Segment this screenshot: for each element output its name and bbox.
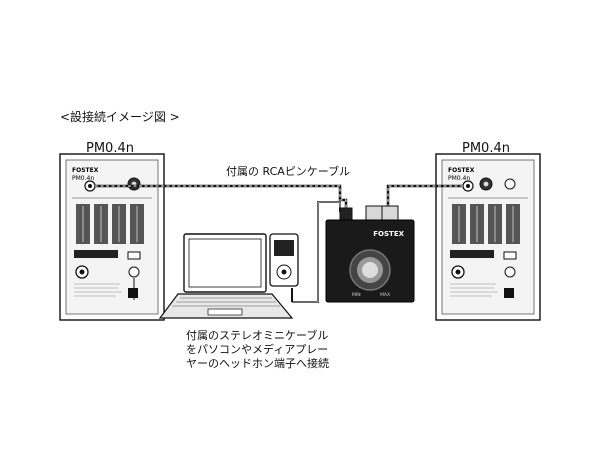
diagram-title: <設接続イメージ図 > <box>60 110 180 124</box>
speaker-left-brand: FOSTEX <box>72 167 99 174</box>
stereo-cable-label-line-3: ヤーのヘッドホン端子へ接続 <box>186 357 329 370</box>
speaker-left-model: PM0.4n <box>72 175 94 182</box>
media-player-icon <box>269 233 299 287</box>
controller-brand: FOSTEX <box>373 230 404 238</box>
stereo-cable-label: 付属のステレオミニケーブル をパソコンやメディアプレー ヤーのヘッドホン端子へ接… <box>186 329 356 371</box>
speaker-left-power-inlet-icon <box>128 288 138 298</box>
speaker-right-brand: FOSTEX <box>448 167 475 174</box>
controller-knob-min-label: MIN <box>352 292 361 298</box>
rca-cable-label: 付属の RCAピンケーブル <box>226 165 351 178</box>
speaker-left-label: PM0.4n <box>86 141 134 156</box>
stereo-cable-label-line-2: をパソコンやメディアプレー <box>186 343 329 356</box>
speaker-right-rear-panel-icon: FOSTEX PM0.4n <box>435 153 541 321</box>
stereo-cable-label-line-1: 付属のステレオミニケーブル <box>186 329 329 342</box>
rca-cable-left <box>95 184 348 212</box>
controller-icon: FOSTEX MIN MAX <box>325 205 415 303</box>
speaker-right-model: PM0.4n <box>448 175 470 182</box>
speaker-left-rear-panel-icon: FOSTEX PM0.4n <box>59 153 165 321</box>
laptop-icon <box>158 233 294 319</box>
rca-cable-right <box>386 184 463 212</box>
controller-knob-max-label: MAX <box>380 292 390 298</box>
speaker-right-label: PM0.4n <box>462 141 510 156</box>
stereo-mini-cable <box>291 201 341 303</box>
